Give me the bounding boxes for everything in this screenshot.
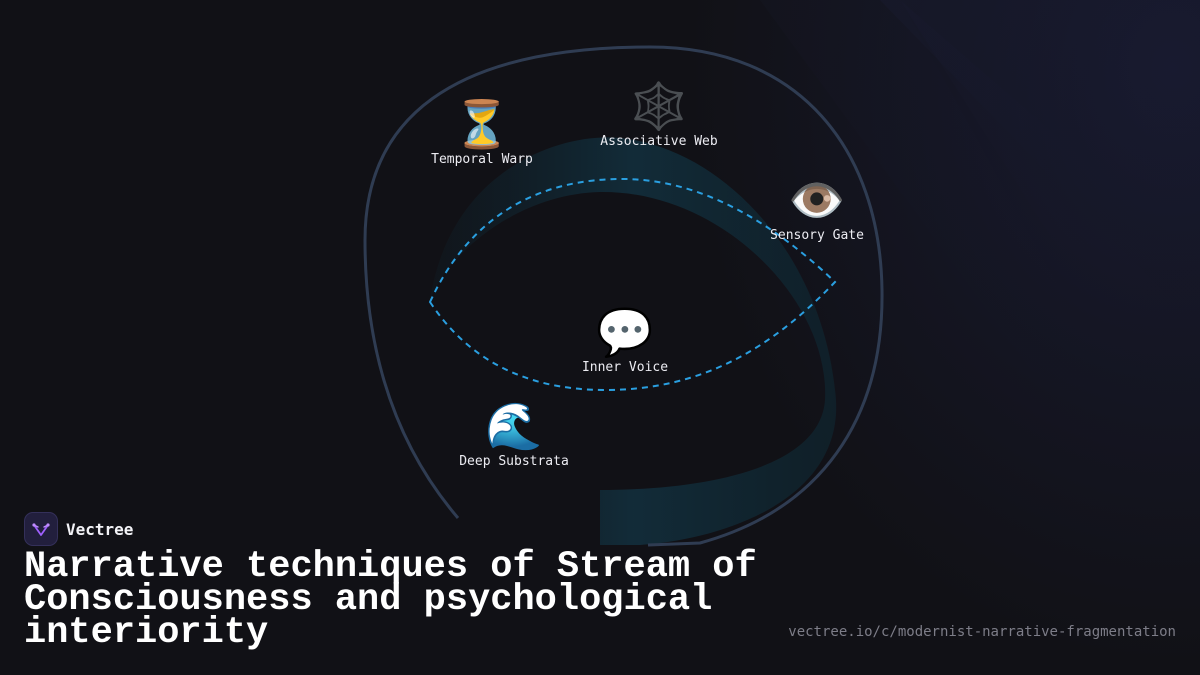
node-label: Associative Web: [600, 134, 718, 149]
wave-icon: 🌊: [485, 399, 543, 453]
node-label: Deep Substrata: [459, 454, 569, 469]
node-label: Temporal Warp: [431, 152, 533, 167]
node-deep-substrata: 🌊 Deep Substrata: [459, 400, 569, 469]
brand: Vectree: [24, 512, 133, 546]
node-label: Inner Voice: [581, 360, 669, 375]
source-url[interactable]: vectree.io/c/modernist-narrative-fragmen…: [788, 624, 1176, 640]
spider-web-icon: 🕸️: [630, 79, 688, 133]
speech-bubble-icon: 💬: [596, 305, 654, 359]
vectree-logo-icon: [24, 512, 58, 546]
dashed-eye-loop: [428, 177, 837, 392]
node-sensory-gate: 👁️ Sensory Gate: [770, 174, 864, 243]
page-title: Narrative techniques of Stream of Consci…: [24, 546, 757, 654]
node-label: Sensory Gate: [770, 228, 864, 243]
node-associative-web: 🕸️ Associative Web: [600, 80, 717, 149]
eye-icon: 👁️: [788, 173, 846, 227]
node-temporal-warp: ⏳ Temporal Warp: [431, 98, 533, 167]
node-inner-voice: 💬 Inner Voice: [582, 306, 668, 375]
brand-name: Vectree: [66, 519, 134, 539]
outer-loop: [363, 45, 884, 547]
hourglass-icon: ⏳: [453, 97, 511, 151]
